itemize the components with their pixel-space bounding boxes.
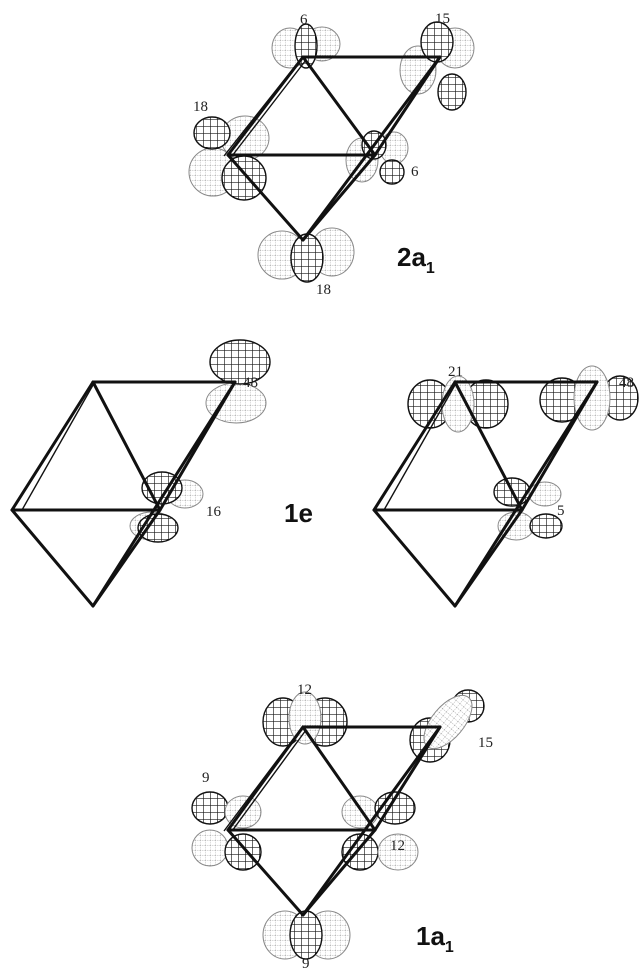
orbital-label-2a1: 2a1 xyxy=(397,242,435,277)
framework-1e-right xyxy=(372,380,599,608)
contribution-label: 16 xyxy=(206,504,222,520)
lobe-group-1a1-top xyxy=(262,691,348,747)
lobe-group-1e-left-upper xyxy=(205,339,271,424)
orbital-2a1-panel: 6 15 18 6 18 2a1 xyxy=(188,11,475,298)
orbital-label-1a1: 1a1 xyxy=(416,921,454,956)
framework-1a1 xyxy=(223,725,442,917)
lobe-group-1a1-bottom xyxy=(262,910,351,960)
contribution-label: 48 xyxy=(243,375,258,391)
contribution-label: 15 xyxy=(478,735,493,751)
lobe-group-1a1-left xyxy=(191,791,262,871)
contribution-label: 9 xyxy=(202,770,210,786)
lobe-group-top-vertex xyxy=(271,23,341,69)
contribution-label: 12 xyxy=(297,682,312,698)
contribution-label: 6 xyxy=(300,12,308,28)
lobe-group-1e-right-top xyxy=(407,375,509,433)
lobe-group-bottom xyxy=(257,227,355,283)
contribution-label: 12 xyxy=(390,838,405,854)
contribution-label: 9 xyxy=(302,956,310,970)
contribution-label: 48 xyxy=(619,375,634,391)
orbital-1e-panel: 48 16 1e 21 48 5 xyxy=(10,339,639,608)
contribution-label: 5 xyxy=(557,503,565,519)
contribution-label: 15 xyxy=(435,11,450,27)
framework-1e-left xyxy=(10,380,237,608)
contribution-label: 18 xyxy=(316,282,331,298)
orbital-label-1e: 1e xyxy=(284,498,313,528)
contribution-label: 21 xyxy=(448,364,463,380)
framework-2a1 xyxy=(223,55,442,242)
contribution-label: 18 xyxy=(193,99,208,115)
contribution-label: 6 xyxy=(411,164,419,180)
orbital-1a1-panel: 12 15 9 12 9 1a1 xyxy=(191,682,493,970)
